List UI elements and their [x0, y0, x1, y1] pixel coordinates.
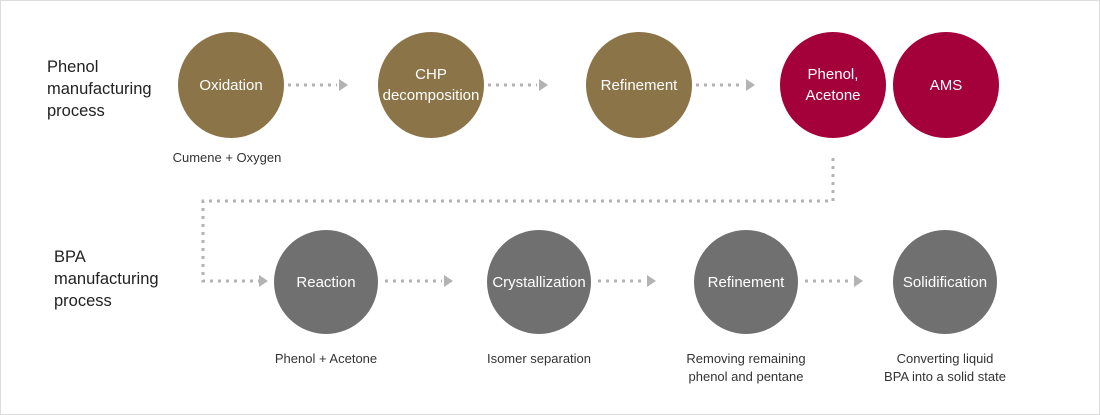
step-solidification: Solidification — [893, 230, 997, 334]
arrowhead-icon — [854, 275, 863, 287]
arrowhead-icon — [444, 275, 453, 287]
step-refinement-bpa: Refinement — [694, 230, 798, 334]
caption-solidification: Converting liquid BPA into a solid state — [884, 351, 1006, 384]
product-phenol-acetone: Phenol, Acetone — [780, 32, 886, 138]
caption-crystallization: Isomer separation — [486, 351, 592, 366]
arrowhead-icon — [539, 79, 548, 91]
phenol-process-label: Phenol manufacturing process — [47, 58, 152, 120]
step-reaction: Reaction — [274, 230, 378, 334]
connector-products-to-reaction — [201, 158, 835, 283]
arrowhead-icon — [339, 79, 348, 91]
step-chp-decomposition: CHP decomposition — [378, 32, 484, 138]
product-ams: AMS — [893, 32, 999, 138]
caption-refinement-bpa: Removing remaining phenol and pentane — [686, 351, 806, 384]
step-oxidation: Oxidation — [178, 32, 284, 138]
arrowhead-icon — [647, 275, 656, 287]
arrowhead-icon — [259, 275, 268, 287]
step-refinement-phenol: Refinement — [586, 32, 692, 138]
caption-oxidation: Cumene + Oxygen — [172, 150, 282, 165]
arrowhead-icon — [746, 79, 755, 91]
caption-reaction: Phenol + Acetone — [274, 351, 378, 366]
bpa-process-label: BPA manufacturing process — [54, 248, 159, 310]
step-crystallization: Crystallization — [487, 230, 591, 334]
